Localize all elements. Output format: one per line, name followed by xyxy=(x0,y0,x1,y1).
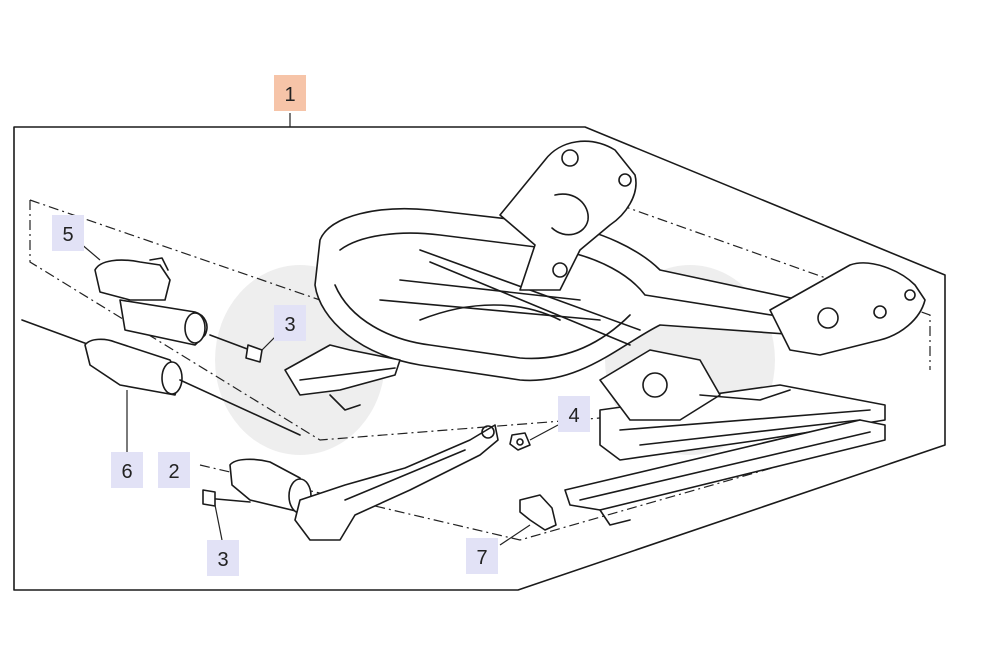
motor-part-6 xyxy=(21,319,301,436)
leader-7 xyxy=(499,524,531,546)
callout-3-upper[interactable]: 3 xyxy=(274,305,306,341)
assembly-outline xyxy=(13,126,946,591)
guide-line-upper xyxy=(29,199,321,301)
guide-box-motor-group xyxy=(29,200,601,441)
actuator-part-2 xyxy=(229,424,499,541)
svg-text:7: 7 xyxy=(476,547,487,569)
clip-part-7 xyxy=(519,494,557,531)
callout-5[interactable]: 5 xyxy=(52,215,84,251)
svg-text:2: 2 xyxy=(168,461,179,483)
callout-1[interactable]: 1 xyxy=(274,75,306,111)
callout-4[interactable]: 4 xyxy=(558,396,590,432)
svg-text:3: 3 xyxy=(217,549,228,571)
svg-text:5: 5 xyxy=(62,224,73,246)
leader-3b xyxy=(214,504,223,541)
nut-part-4 xyxy=(509,432,531,451)
svg-text:1: 1 xyxy=(284,84,295,106)
motor-part-5 xyxy=(94,257,208,346)
svg-text:4: 4 xyxy=(568,405,579,427)
callout-7[interactable]: 7 xyxy=(466,538,498,574)
leader-4 xyxy=(529,424,559,441)
callout-3-lower[interactable]: 3 xyxy=(207,540,239,576)
seat-frame xyxy=(284,140,926,526)
guide-box-front-track xyxy=(619,204,931,370)
svg-text:6: 6 xyxy=(121,461,132,483)
svg-text:3: 3 xyxy=(284,314,295,336)
callout-2[interactable]: 2 xyxy=(158,452,190,488)
callout-6[interactable]: 6 xyxy=(111,452,143,488)
screw-part-3a xyxy=(209,334,263,363)
